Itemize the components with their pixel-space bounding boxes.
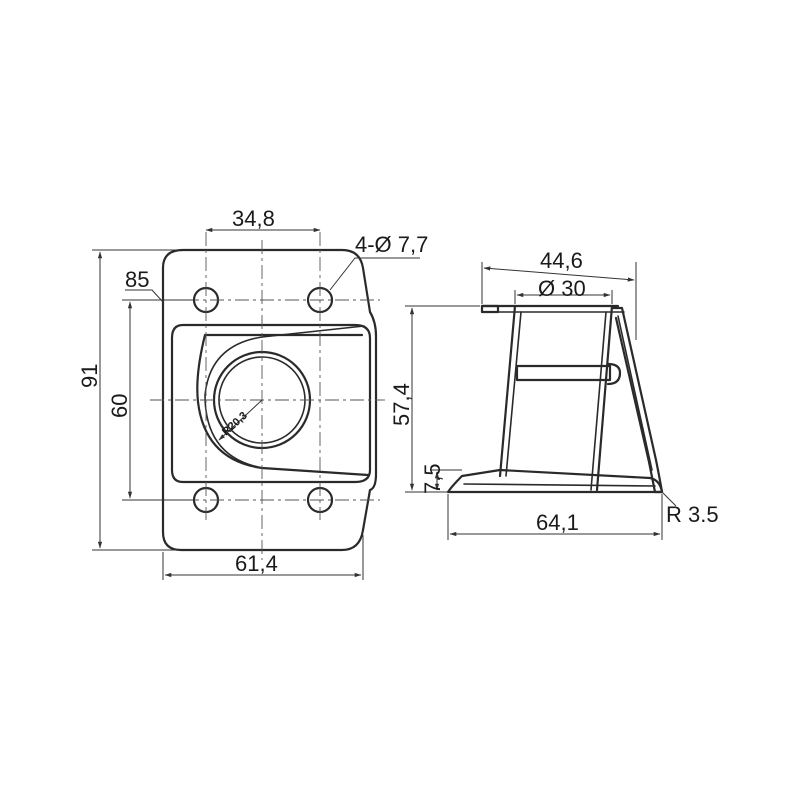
boss-outline	[170, 323, 372, 484]
dim-hole-callout: 4-Ø 7,7	[355, 232, 428, 257]
pin-body	[515, 364, 612, 382]
dim-base-length: 64,1	[536, 510, 579, 535]
dim-hole-height: 60	[107, 394, 132, 418]
dim-hole-spacing: 34,8	[232, 206, 275, 231]
dim-line-top-width	[483, 266, 635, 282]
leader-bend-radius	[661, 491, 677, 507]
dim-overall-width: 61,4	[235, 551, 278, 576]
leader-inner-length	[125, 289, 164, 303]
tube-wall-right-outer	[595, 304, 614, 492]
tube-wall-left-outer	[498, 304, 517, 478]
dim-base-thickness: 7,5	[420, 463, 445, 494]
dim-bend-radius: R 3.5	[666, 502, 719, 527]
dim-height: 57,4	[389, 383, 414, 426]
dim-inner-length: 85	[125, 267, 149, 292]
front-view: 34,8 4-Ø 7,7 85 91 60 R20,3 61,4	[77, 206, 428, 580]
tube-wall-right-inner	[590, 311, 607, 491]
rear-gusset-inner	[617, 315, 653, 471]
dim-line-bore-radius	[218, 399, 263, 441]
base-plate	[446, 468, 664, 494]
leader-hole-callout	[329, 257, 420, 291]
plate-outline	[161, 248, 378, 552]
dim-top-width: 44,6	[540, 248, 583, 273]
horseshoe-edge	[261, 325, 365, 338]
base-plate-top	[463, 483, 656, 487]
side-view: 44,6 Ø 30 57,4 7,5 64,1 R 3.5	[389, 248, 719, 540]
dim-overall-height: 91	[77, 364, 102, 388]
horseshoe-top	[204, 336, 263, 468]
dim-tube-diameter: Ø 30	[538, 276, 586, 301]
tube-wall-left-inner	[505, 311, 522, 477]
pin-head	[606, 362, 622, 386]
